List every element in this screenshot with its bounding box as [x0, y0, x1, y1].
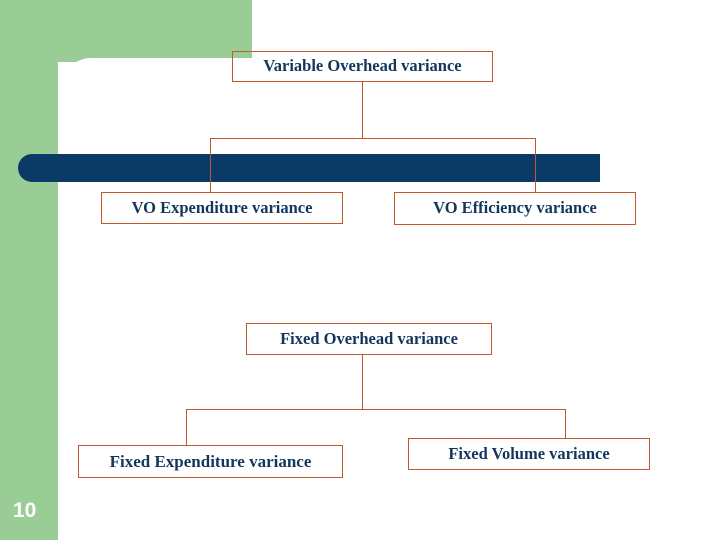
node-fixed-expenditure-variance: Fixed Expenditure variance — [78, 445, 343, 478]
node-variable-overhead-variance: Variable Overhead variance — [232, 51, 493, 82]
page-number: 10 — [13, 499, 37, 522]
connector-vo-left-drop — [210, 138, 211, 192]
connector-vo-right-drop — [535, 138, 536, 192]
connector-fo-root-stem — [362, 355, 363, 409]
connector-vo-horizontal — [210, 138, 536, 139]
node-fixed-volume-variance: Fixed Volume variance — [408, 438, 650, 470]
connector-fo-horizontal — [186, 409, 565, 410]
connector-fo-right-drop — [565, 409, 566, 438]
connector-vo-root-stem — [362, 82, 363, 138]
node-vo-efficiency-variance: VO Efficiency variance — [394, 192, 636, 225]
green-sidebar — [0, 0, 58, 540]
blue-accent-bar — [18, 154, 600, 182]
connector-fo-left-drop — [186, 409, 187, 445]
node-vo-expenditure-variance: VO Expenditure variance — [101, 192, 343, 224]
node-fixed-overhead-variance: Fixed Overhead variance — [246, 323, 492, 355]
